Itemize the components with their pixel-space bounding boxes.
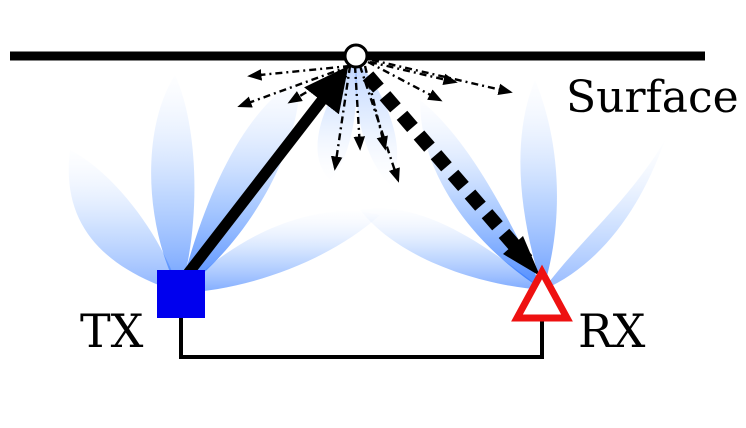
scatter-ray-9 <box>369 60 458 85</box>
tx-lobe-2 <box>151 75 195 293</box>
scatter-ray-8 <box>367 60 443 102</box>
reflected-ray-arrowhead <box>503 236 540 276</box>
scatter-ray-6 <box>358 65 400 183</box>
transmitter-label: TX <box>80 304 144 358</box>
receiver-label: RX <box>578 304 646 358</box>
incident-ray <box>178 66 349 284</box>
receiver-triangle <box>511 264 573 322</box>
rx-lobe-1 <box>360 208 543 290</box>
reflection-point <box>343 43 369 69</box>
scatter-ray-10 <box>371 58 513 96</box>
scatter-ray-7 <box>363 65 388 151</box>
scatter-ray-5 <box>353 65 366 151</box>
tx-lobe-4 <box>180 211 380 293</box>
surface-label: Surface <box>566 72 739 123</box>
rx-lobe-4 <box>543 140 665 290</box>
tx-lobe-1 <box>68 150 180 293</box>
reflected-ray <box>362 71 533 265</box>
tx-rx-link <box>179 318 544 359</box>
rx-lobe-3 <box>520 80 557 290</box>
transmitter-square <box>157 270 205 318</box>
surface-lobe-2 <box>355 60 398 185</box>
